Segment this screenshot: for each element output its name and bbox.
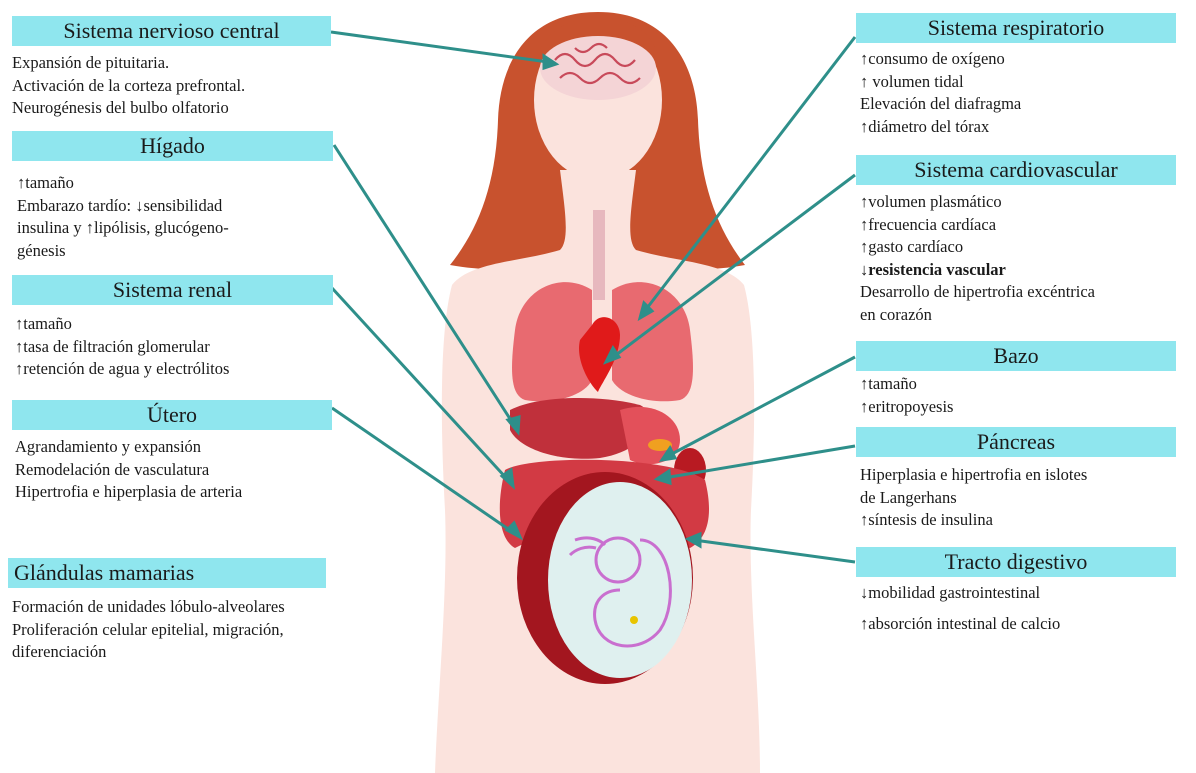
umbilical-dot <box>630 616 638 624</box>
utero-line: Agrandamiento y expansión <box>15 436 242 459</box>
higado-lines: ↑tamaño Embarazo tardío: ↓sensibilidad i… <box>17 172 229 262</box>
renal-header: Sistema renal <box>12 275 333 305</box>
cardio-line: ↑volumen plasmático <box>860 191 1095 214</box>
trachea <box>593 210 605 300</box>
renal-line: ↑tamaño <box>15 313 229 336</box>
utero-line: Remodelación de vasculatura <box>15 459 242 482</box>
renal-line: ↑tasa de filtración glomerular <box>15 336 229 359</box>
cardio-header: Sistema cardiovascular <box>856 155 1176 185</box>
digestivo-lines: ↓mobilidad gastrointestinal ↑absorción i… <box>860 582 1060 635</box>
snc-line: Activación de la corteza prefrontal. <box>12 75 245 98</box>
cardio-line: ↑frecuencia cardíaca <box>860 214 1095 237</box>
higado-line: ↑tamaño <box>17 172 229 195</box>
utero-header: Útero <box>12 400 332 430</box>
snc-lines: Expansión de pituitaria. Activación de l… <box>12 52 245 120</box>
cardio-lines: ↑volumen plasmático ↑frecuencia cardíaca… <box>860 191 1095 326</box>
mamarias-header: Glándulas mamarias <box>8 558 326 588</box>
brain-organ <box>540 36 656 100</box>
pancreas-line: Hiperplasia e hipertrofia en islotes <box>860 464 1087 487</box>
digestivo-line: ↓mobilidad gastrointestinal <box>860 582 1060 605</box>
respiratorio-line: Elevación del diafragma <box>860 93 1021 116</box>
pancreas-line: de Langerhans <box>860 487 1087 510</box>
utero-lines: Agrandamiento y expansión Remodelación d… <box>15 436 242 504</box>
higado-line: insulina y ↑lipólisis, glucógeno- <box>17 217 229 240</box>
higado-line: Embarazo tardío: ↓sensibilidad <box>17 195 229 218</box>
bazo-header: Bazo <box>856 341 1176 371</box>
mamarias-line: diferenciación <box>12 641 285 664</box>
snc-header: Sistema nervioso central <box>12 16 331 46</box>
cardio-line: Desarrollo de hipertrofia excéntrica <box>860 281 1095 304</box>
cardio-line: en corazón <box>860 304 1095 327</box>
bazo-line: ↑tamaño <box>860 373 953 396</box>
bazo-lines: ↑tamaño ↑eritropoyesis <box>860 373 953 418</box>
cardio-line: ↑gasto cardíaco <box>860 236 1095 259</box>
mamarias-line: Formación de unidades lóbulo-alveolares <box>12 596 285 619</box>
digestivo-header: Tracto digestivo <box>856 547 1176 577</box>
respiratorio-line: ↑consumo de oxígeno <box>860 48 1021 71</box>
pancreas-line: ↑síntesis de insulina <box>860 509 1087 532</box>
pancreas-header: Páncreas <box>856 427 1176 457</box>
mamarias-line: Proliferación celular epitelial, migraci… <box>12 619 285 642</box>
higado-line: génesis <box>17 240 229 263</box>
snc-line: Neurogénesis del bulbo olfatorio <box>12 97 245 120</box>
mamarias-lines: Formación de unidades lóbulo-alveolares … <box>12 596 285 664</box>
snc-line: Expansión de pituitaria. <box>12 52 245 75</box>
renal-lines: ↑tamaño ↑tasa de filtración glomerular ↑… <box>15 313 229 381</box>
utero-line: Hipertrofia e hiperplasia de arteria <box>15 481 242 504</box>
digestivo-line: ↑absorción intestinal de calcio <box>860 613 1060 636</box>
pancreas-lines: Hiperplasia e hipertrofia en islotes de … <box>860 464 1087 532</box>
bazo-line: ↑eritropoyesis <box>860 396 953 419</box>
respiratorio-line: ↑diámetro del tórax <box>860 116 1021 139</box>
respiratorio-header: Sistema respiratorio <box>856 13 1176 43</box>
respiratorio-line: ↑ volumen tidal <box>860 71 1021 94</box>
renal-line: ↑retención de agua y electrólitos <box>15 358 229 381</box>
cardio-line: ↓resistencia vascular <box>860 259 1095 282</box>
respiratorio-lines: ↑consumo de oxígeno ↑ volumen tidal Elev… <box>860 48 1021 138</box>
higado-header: Hígado <box>12 131 333 161</box>
